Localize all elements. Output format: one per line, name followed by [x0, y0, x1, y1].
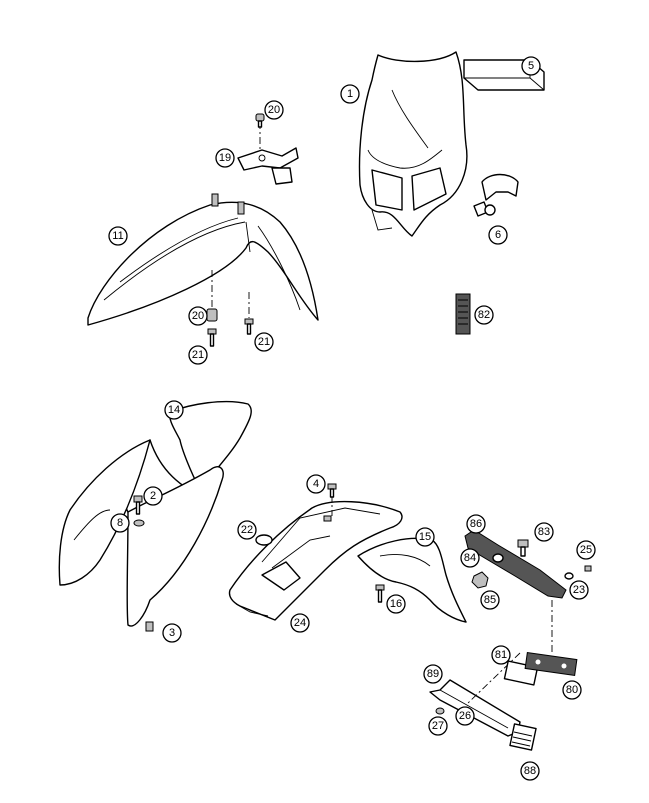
svg-text:85: 85	[484, 594, 496, 606]
callout-5: 5	[521, 56, 541, 76]
svg-text:89: 89	[427, 668, 439, 680]
screw-part	[244, 318, 254, 335]
svg-text:20: 20	[268, 104, 280, 116]
clamp-part	[473, 173, 519, 217]
callout-4: 4	[306, 474, 326, 494]
svg-text:6: 6	[495, 229, 501, 241]
callout-11: 11	[108, 226, 128, 246]
svg-text:81: 81	[495, 649, 507, 661]
reflector-part	[509, 723, 537, 751]
svg-text:16: 16	[390, 598, 402, 610]
callout-14: 14	[164, 400, 184, 420]
callout-16: 16	[386, 594, 406, 614]
svg-text:4: 4	[313, 478, 319, 490]
svg-text:27: 27	[432, 720, 444, 732]
svg-text:5: 5	[528, 60, 534, 72]
svg-text:21: 21	[192, 349, 204, 361]
svg-text:1: 1	[347, 88, 353, 100]
callout-2: 2	[143, 486, 163, 506]
svg-text:25: 25	[580, 544, 592, 556]
callout-23: 23	[569, 580, 589, 600]
callout-26: 26	[455, 706, 475, 726]
fender-bracket-part	[237, 147, 299, 185]
callout-83: 83	[534, 522, 554, 542]
svg-text:86: 86	[470, 518, 482, 530]
screw-part	[327, 483, 337, 498]
svg-text:22: 22	[241, 524, 253, 536]
callout-85: 85	[480, 590, 500, 610]
reflector-part	[524, 652, 578, 676]
nut-part	[471, 571, 489, 589]
callout-8: 8	[110, 513, 130, 533]
callout-1: 1	[340, 84, 360, 104]
callout-21b: 21	[254, 332, 274, 352]
callout-20: 20	[264, 100, 284, 120]
washer-part	[492, 553, 504, 563]
callout-20b: 20	[188, 306, 208, 326]
callout-89: 89	[423, 664, 443, 684]
headlight-mask-part	[358, 51, 468, 237]
washer-part	[133, 519, 145, 527]
svg-text:3: 3	[169, 627, 175, 639]
sticker-part	[455, 293, 471, 335]
callout-82: 82	[474, 305, 494, 325]
screw-part	[375, 584, 385, 603]
callout-88: 88	[520, 761, 540, 781]
svg-text:21: 21	[258, 336, 270, 348]
license-plate-holder-part	[464, 529, 567, 599]
callout-19: 19	[215, 148, 235, 168]
front-fender-part	[87, 193, 319, 326]
callout-25: 25	[576, 540, 596, 560]
mud-flap-part	[357, 537, 467, 623]
callout-81: 81	[491, 645, 511, 665]
callout-15: 15	[415, 527, 435, 547]
svg-text:11: 11	[112, 230, 123, 242]
callout-21: 21	[188, 345, 208, 365]
svg-text:84: 84	[464, 552, 476, 564]
svg-text:14: 14	[168, 404, 180, 416]
svg-text:83: 83	[538, 526, 550, 538]
callout-84: 84	[460, 548, 480, 568]
svg-text:15: 15	[419, 531, 431, 543]
callout-3: 3	[162, 623, 182, 643]
svg-text:82: 82	[478, 309, 490, 321]
svg-text:26: 26	[459, 710, 471, 722]
callout-86: 86	[466, 514, 486, 534]
screw-part	[255, 113, 265, 128]
svg-text:24: 24	[294, 617, 306, 629]
svg-text:88: 88	[524, 765, 536, 777]
svg-text:80: 80	[566, 684, 578, 696]
screw-part	[207, 328, 217, 347]
washer-part	[564, 572, 574, 580]
svg-text:19: 19	[219, 152, 231, 164]
callout-80: 80	[562, 680, 582, 700]
spacer-part	[206, 308, 218, 322]
svg-text:20: 20	[192, 310, 204, 322]
callout-6: 6	[488, 225, 508, 245]
svg-text:2: 2	[150, 490, 156, 502]
svg-text:8: 8	[117, 517, 123, 529]
svg-text:23: 23	[573, 584, 585, 596]
screw-part	[133, 495, 143, 515]
rear-fender-part	[228, 500, 403, 621]
bolt-part	[517, 539, 529, 557]
callout-22: 22	[237, 520, 257, 540]
screw-part	[584, 565, 592, 572]
side-cover-part	[58, 400, 252, 627]
callout-24: 24	[290, 613, 310, 633]
callout-27: 27	[428, 716, 448, 736]
washer-part	[435, 707, 445, 715]
clip-part	[145, 621, 154, 632]
